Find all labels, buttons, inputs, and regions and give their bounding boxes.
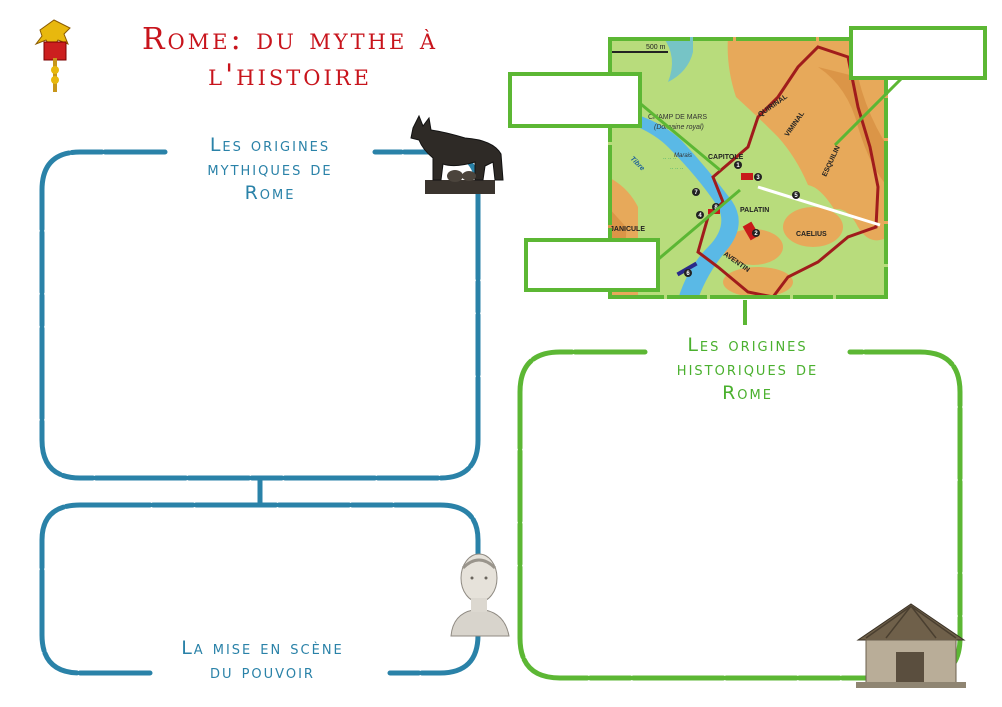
marker-6: 6 — [686, 271, 690, 277]
marker-5: 5 — [794, 193, 798, 199]
svg-text:.. .. ..: .. .. .. — [670, 165, 684, 171]
map-label-domaine-royal: (Domaine royal) — [654, 124, 704, 131]
power-label-line1: La mise en scène — [181, 637, 344, 659]
marker-2: 2 — [754, 231, 758, 237]
marker-7: 7 — [694, 190, 698, 196]
historic-origins-label: Les origines historiques de Rome — [640, 333, 855, 405]
marker-8: 8 — [714, 205, 718, 211]
mythic-origins-label: Les origines mythiques de Rome — [170, 133, 370, 205]
map-label-marais: Marais — [674, 153, 692, 159]
annotation-box-top-right[interactable] — [849, 26, 987, 80]
mythic-label-line1: Les origines — [209, 134, 331, 156]
power-label-line2: du pouvoir — [210, 661, 315, 683]
svg-text:.. .. ..: .. .. .. — [663, 155, 677, 161]
capitoline-wolf-icon — [410, 114, 504, 194]
marker-3: 3 — [756, 175, 760, 181]
mythic-label-line2: mythiques de — [207, 158, 333, 180]
map-label-janicule: JANICULE — [610, 226, 645, 233]
historic-origins-frame — [517, 349, 963, 681]
map-label-palatin: PALATIN — [740, 207, 769, 214]
map-label-caelius: CAELIUS — [796, 231, 827, 238]
historic-label-line3: Rome — [722, 382, 773, 404]
primitive-hut-icon — [856, 603, 966, 688]
power-label: La mise en scène du pouvoir — [145, 636, 380, 684]
marker-1: 1 — [736, 163, 740, 169]
page-title: Rome: du mythe à l'histoire — [95, 22, 485, 94]
scale-label: 500 m — [646, 44, 666, 51]
historic-label-line1: Les origines — [687, 334, 808, 356]
page-title-line1: Rome: du mythe à — [141, 22, 439, 57]
historic-label-line2: historiques de — [676, 358, 819, 380]
marker-4: 4 — [698, 213, 702, 219]
mythic-label-line3: Rome — [244, 182, 296, 204]
map-label-champ-de-mars: CHAMP DE MARS — [648, 114, 707, 121]
annotation-box-top-left[interactable] — [508, 72, 642, 128]
annotation-box-bottom-left[interactable] — [524, 238, 660, 292]
page-title-line2: l'histoire — [208, 58, 372, 93]
roman-bust-icon — [450, 553, 510, 637]
roman-eagle-standard-icon — [34, 19, 71, 92]
map-label-capitole: CAPITOLE — [708, 154, 744, 161]
